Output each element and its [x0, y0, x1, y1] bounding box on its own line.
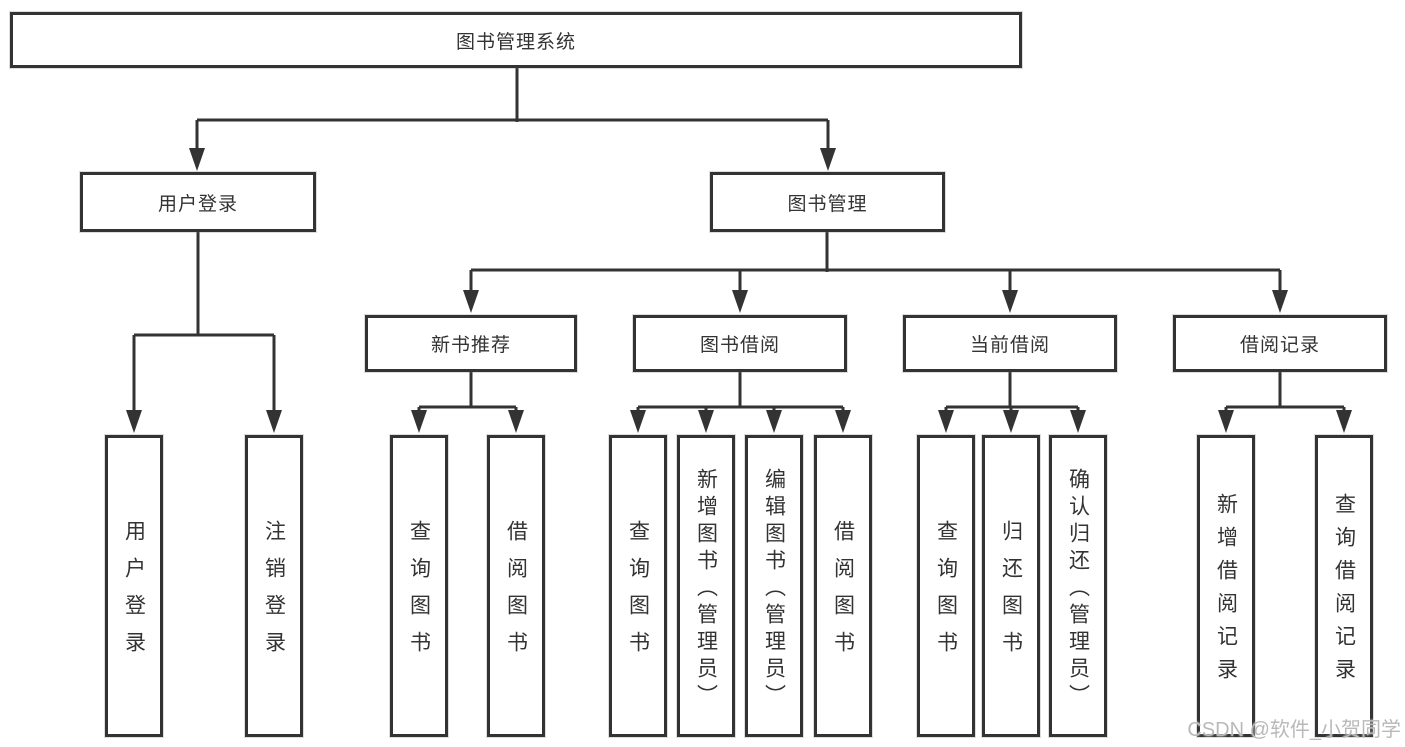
leaf-confirm-return-admin: 确认归还（管理员）: [1049, 435, 1107, 737]
leaf-user-login: 用户登录: [105, 435, 163, 737]
node-label: 图书借阅: [699, 335, 780, 356]
leaf-borrow-books-2: 借阅图书: [814, 435, 872, 737]
leaf-query-books-3: 查询图书: [917, 435, 975, 737]
leaf-label: 注销登录: [262, 520, 286, 668]
leaf-query-borrow-record: 查询借阅记录: [1315, 435, 1373, 737]
node-book-management: 图书管理: [710, 172, 945, 232]
leaf-add-borrow-record: 新增借阅记录: [1197, 435, 1255, 737]
node-new-book-recommend: 新书推荐: [365, 315, 577, 372]
leaf-label: 查询图书: [934, 520, 958, 668]
leaf-label: 用户登录: [122, 520, 146, 668]
node-label: 借阅记录: [1239, 335, 1320, 356]
leaf-label: 编辑图书（管理员）: [762, 467, 786, 711]
leaf-label: 归还图书: [999, 520, 1023, 668]
node-current-borrowing: 当前借阅: [903, 315, 1117, 372]
node-label: 当前借阅: [969, 335, 1050, 356]
leaf-label: 借阅图书: [504, 520, 528, 668]
leaf-label: 查询图书: [407, 520, 431, 668]
leaf-add-book-admin: 新增图书（管理员）: [677, 435, 735, 737]
node-label: 用户登录: [157, 193, 238, 215]
leaf-label: 借阅图书: [831, 520, 855, 668]
leaf-return-book: 归还图书: [982, 435, 1040, 737]
leaf-query-books-2: 查询图书: [609, 435, 667, 737]
leaf-borrow-books-1: 借阅图书: [487, 435, 545, 737]
node-user-login: 用户登录: [80, 172, 316, 232]
node-root-system: 图书管理系统: [10, 12, 1022, 68]
leaf-label: 查询图书: [626, 520, 650, 668]
csdn-watermark: CSDN @软件_小贺同学: [1187, 719, 1401, 741]
node-borrowing-records: 借阅记录: [1173, 315, 1387, 372]
node-label: 图书管理系统: [455, 31, 576, 53]
leaf-label: 新增图书（管理员）: [694, 467, 718, 711]
leaf-logout: 注销登录: [245, 435, 303, 737]
leaf-query-books-1: 查询图书: [390, 435, 448, 737]
leaf-label: 查询借阅记录: [1332, 493, 1356, 691]
leaf-label: 新增借阅记录: [1214, 493, 1238, 691]
node-label: 新书推荐: [430, 335, 511, 356]
leaf-edit-book-admin: 编辑图书（管理员）: [745, 435, 803, 737]
leaf-label: 确认归还（管理员）: [1066, 467, 1090, 711]
node-label: 图书管理: [787, 193, 868, 215]
node-book-borrowing: 图书借阅: [633, 315, 847, 372]
